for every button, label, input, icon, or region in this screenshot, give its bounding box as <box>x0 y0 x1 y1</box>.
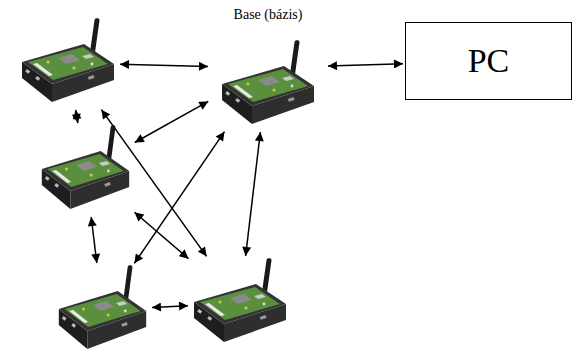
mote-picture <box>194 258 286 342</box>
wireless-mote <box>18 18 118 108</box>
base-label: Base (bázis) <box>210 6 326 24</box>
mote-illustration <box>38 125 133 215</box>
radio-link-arrow <box>152 306 188 308</box>
mote-illustration <box>190 258 290 348</box>
mote-picture <box>222 40 314 124</box>
mote-picture <box>42 125 129 209</box>
wireless-mote: Base (bázis) <box>210 6 326 130</box>
node-label: PC <box>468 41 510 81</box>
wireless-mote <box>38 125 133 215</box>
wireless-mote <box>190 258 290 348</box>
radio-link-arrow <box>246 132 261 256</box>
radio-link-arrow <box>135 212 189 258</box>
radio-link-arrow <box>76 110 78 123</box>
computer-box: PC <box>405 22 572 100</box>
mote-picture <box>59 265 146 349</box>
radio-link-arrow <box>134 132 224 264</box>
radio-link-arrow <box>91 217 97 263</box>
radio-link-arrow <box>135 101 209 142</box>
radio-link-arrow <box>328 64 403 66</box>
mote-illustration <box>218 40 318 130</box>
mote-illustration <box>55 265 150 355</box>
mote-illustration <box>18 18 118 108</box>
wireless-mote <box>55 265 150 355</box>
radio-link-arrow <box>120 64 208 66</box>
mote-picture <box>22 18 114 102</box>
